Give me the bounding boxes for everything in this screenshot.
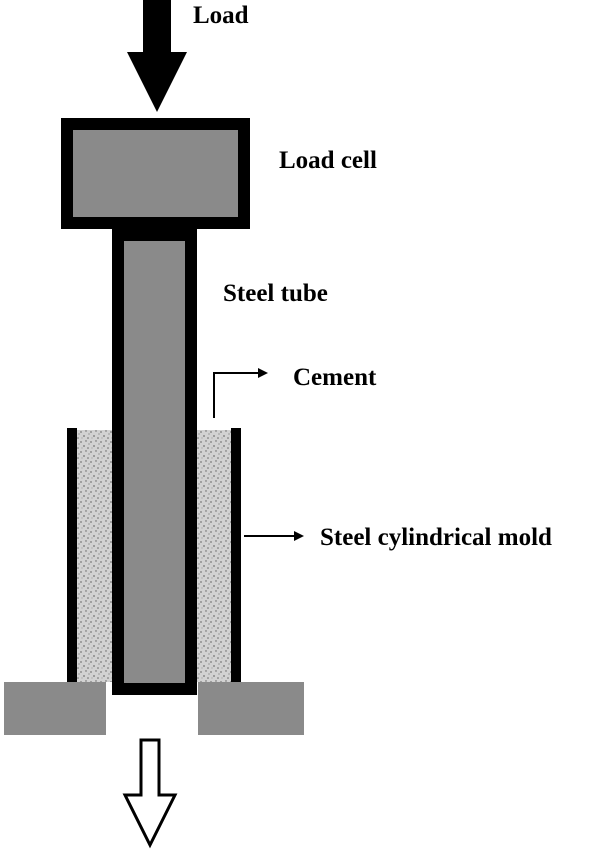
base-support-right [198, 682, 304, 735]
steel-tube [112, 229, 197, 695]
cement-leader-arrowhead [258, 368, 268, 378]
mold-wall-right [231, 428, 241, 684]
load-cell-block [61, 118, 250, 229]
load-label: Load [193, 2, 249, 29]
mold-leader-arrowhead [294, 531, 304, 541]
steel-tube-label: Steel tube [223, 280, 328, 307]
steel-mold-label: Steel cylindrical mold [320, 524, 552, 551]
cement-leader-line [213, 372, 258, 418]
cement-fill-right [196, 430, 231, 682]
load-cell-label: Load cell [279, 147, 377, 174]
displacement-arrow [122, 738, 178, 849]
mold-wall-left [67, 428, 77, 684]
load-arrow [127, 0, 187, 112]
base-support-left [4, 682, 106, 735]
cement-fill-left [77, 430, 113, 682]
cement-label: Cement [293, 364, 377, 391]
